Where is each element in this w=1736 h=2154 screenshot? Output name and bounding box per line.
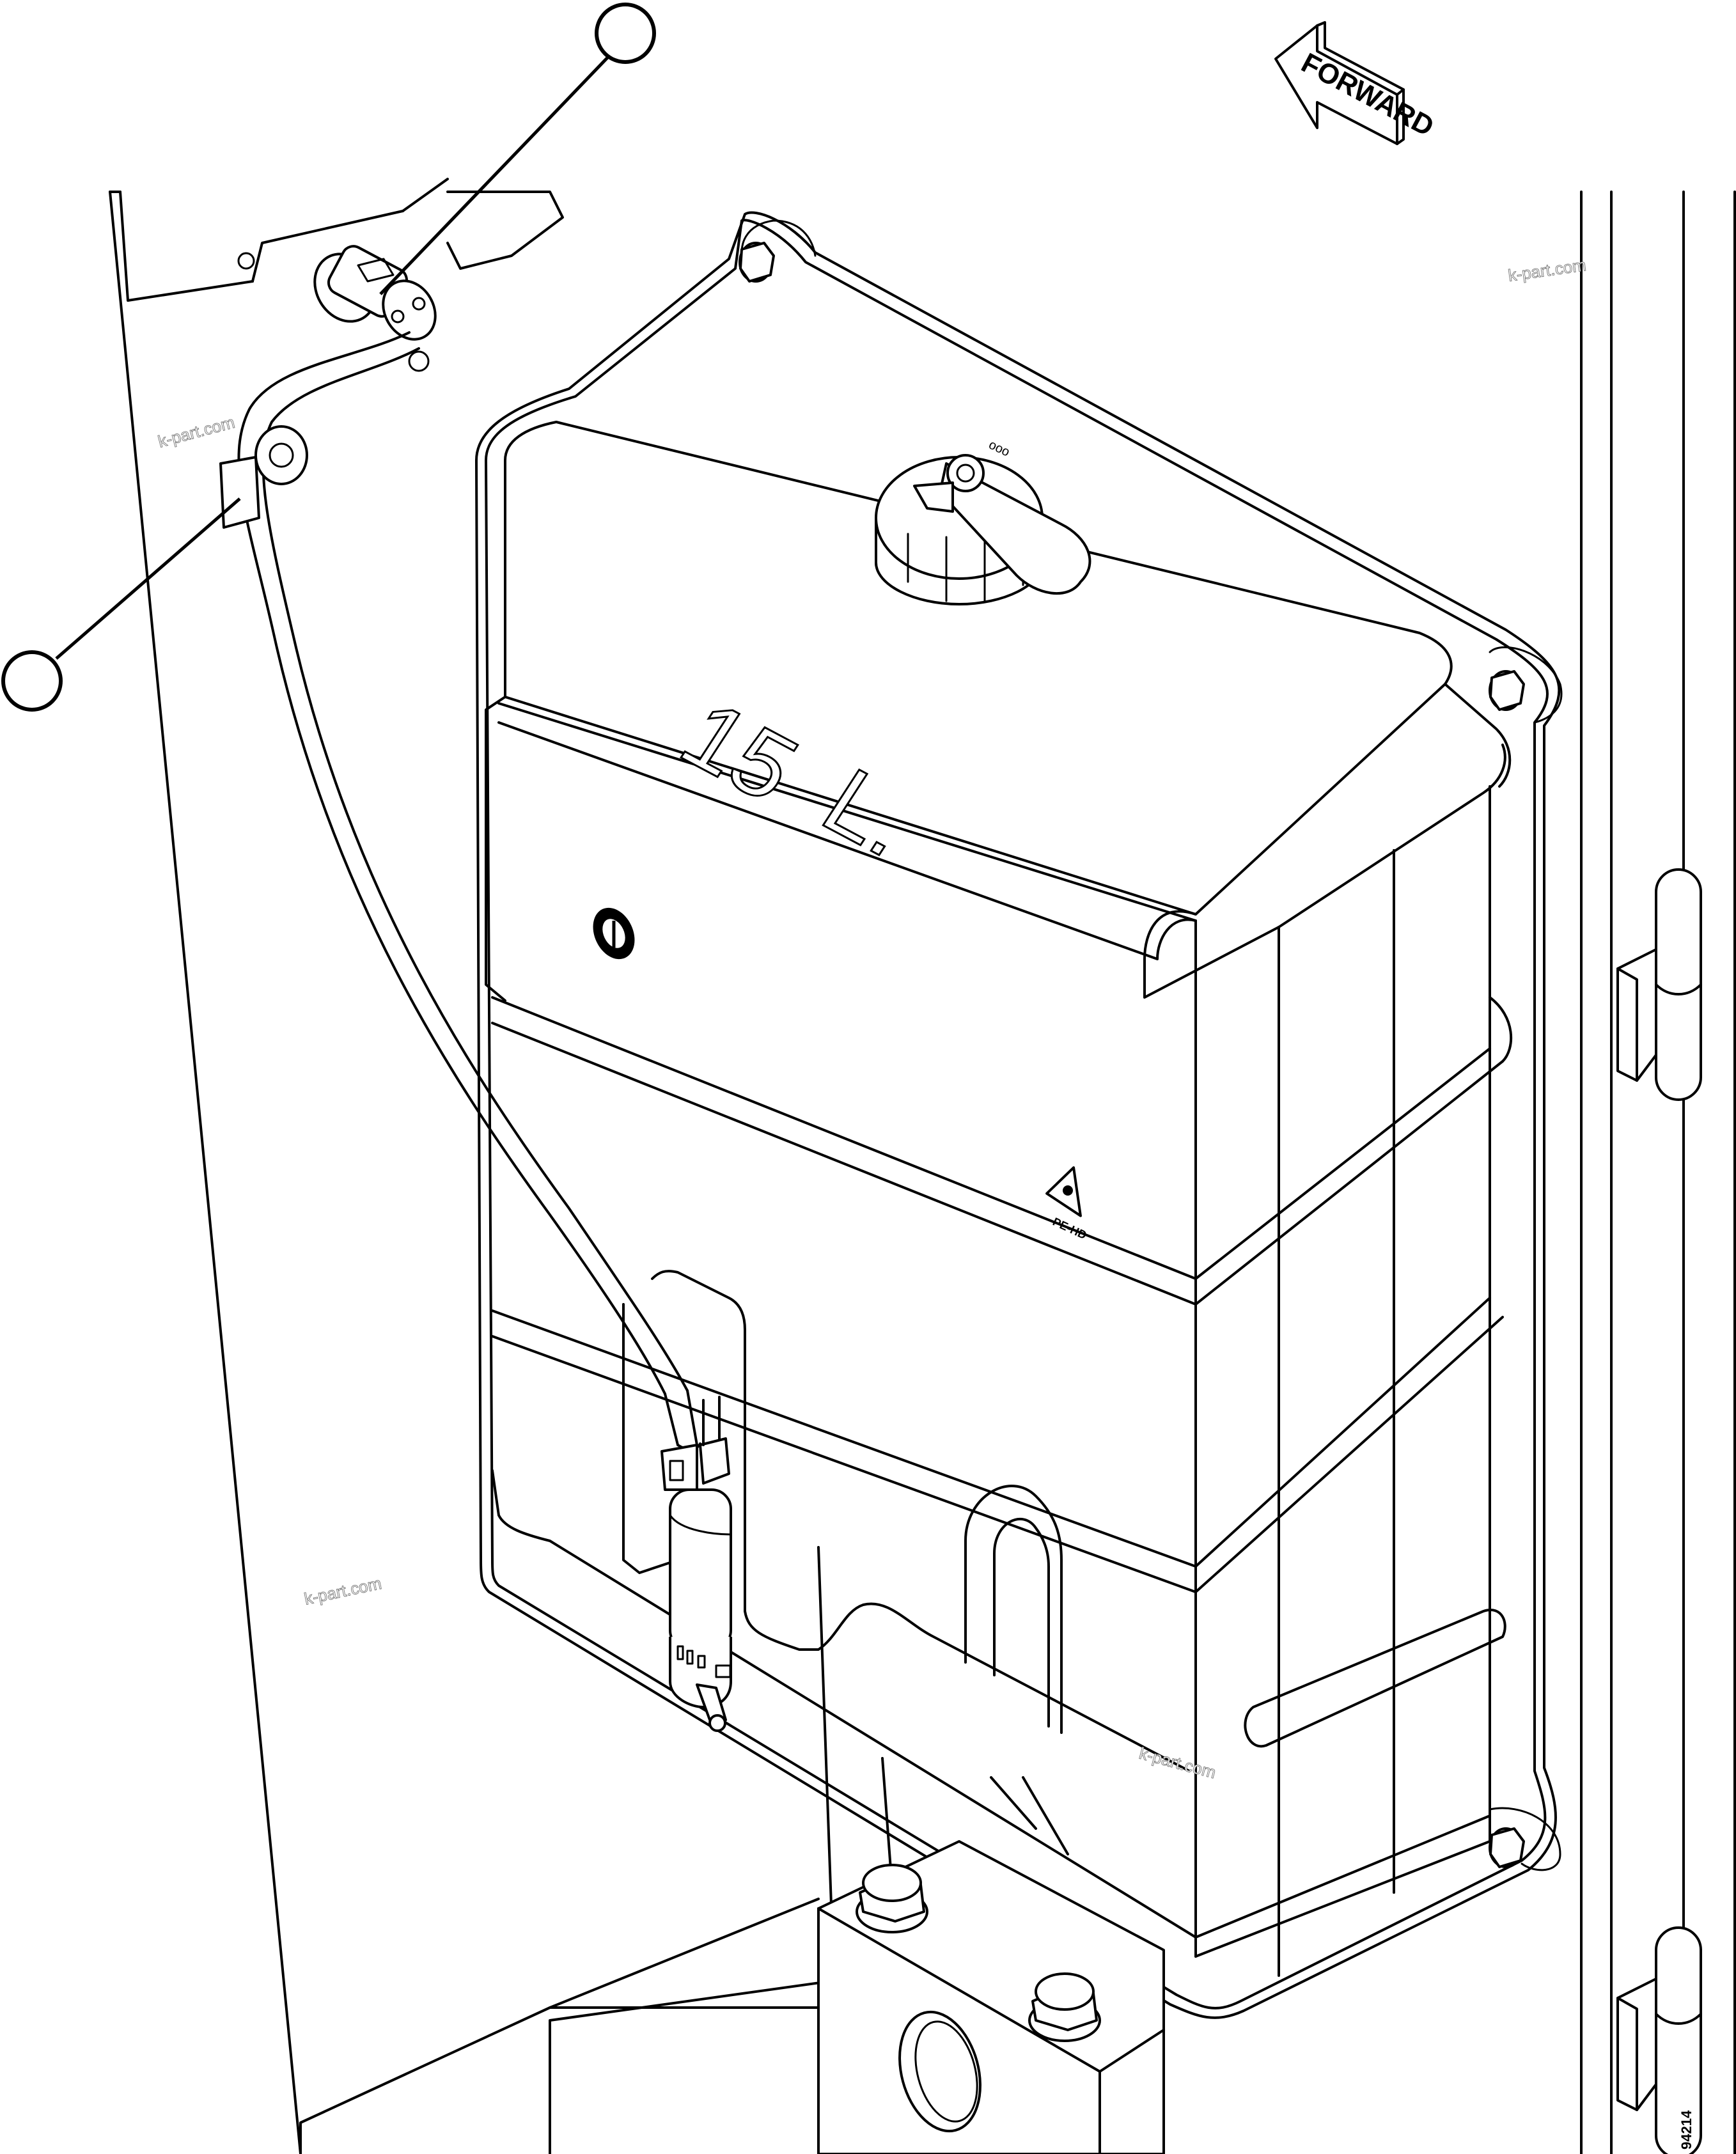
capacity-embossing: 15 L. bbox=[662, 680, 935, 877]
reservoir-tank bbox=[485, 421, 1513, 1977]
capacity-number: 15 bbox=[664, 681, 817, 821]
watermark-1: k-part.com bbox=[1507, 255, 1588, 285]
watermark-4: k-part.com bbox=[1137, 1744, 1217, 1783]
warning-symbol-icon: PE-HD bbox=[1045, 1166, 1089, 1242]
wiring-harness bbox=[219, 331, 701, 1451]
svg-text:ooo: ooo bbox=[987, 438, 1012, 460]
washer-pump bbox=[661, 1396, 732, 1732]
mounting-bolt-top bbox=[739, 219, 817, 283]
door-frame bbox=[1580, 191, 1736, 2154]
level-sensor-grommet bbox=[593, 907, 635, 960]
wiring-connector bbox=[313, 245, 437, 341]
forward-arrow: FORWARD bbox=[1274, 21, 1439, 145]
door-hinge-upper bbox=[1616, 868, 1702, 1101]
callout-1 bbox=[379, 3, 656, 295]
bracket-bolt-right bbox=[1028, 1972, 1101, 2042]
mounting-bolt-bottom bbox=[1489, 1807, 1561, 1871]
bracket-bolt-left bbox=[856, 1864, 928, 1933]
filler-cap: ooo bbox=[875, 438, 1091, 605]
door-hinge-lower bbox=[1616, 1926, 1702, 2154]
mounting-bolt-right bbox=[1489, 646, 1563, 724]
drawing-number: 94214 bbox=[1678, 2110, 1694, 2150]
svg-text:PE-HD: PE-HD bbox=[1051, 1215, 1088, 1242]
watermark-3: k-part.com bbox=[302, 1573, 383, 1609]
callout-2 bbox=[1, 497, 241, 712]
watermark-2: k-part.com bbox=[156, 412, 237, 451]
capacity-unit: L. bbox=[805, 749, 934, 877]
tank-flange bbox=[475, 211, 1561, 2019]
